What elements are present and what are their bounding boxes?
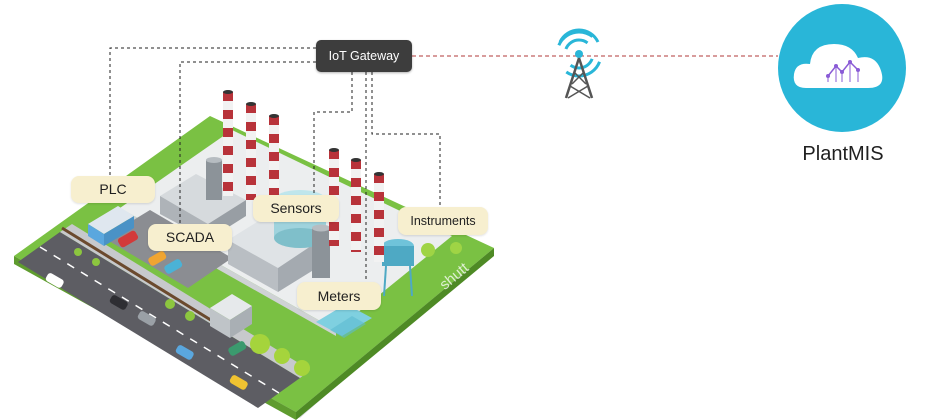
chimney-top (351, 158, 361, 162)
chimney-top (223, 90, 233, 94)
chimney-band (269, 179, 279, 188)
chimney-band (223, 155, 233, 164)
chimney-top (246, 102, 256, 106)
chimney-band (329, 240, 339, 246)
sensors-tag: Sensors (253, 195, 339, 222)
chimney-band (351, 169, 361, 178)
chimney-band (269, 134, 279, 143)
chimney-band (246, 113, 256, 122)
chimney-band (246, 140, 256, 149)
chimney-band (223, 119, 233, 128)
chimney-band (246, 122, 256, 131)
chimney-band (351, 178, 361, 187)
chimney-band (329, 159, 339, 168)
chimney-band (269, 170, 279, 179)
chimney-band (329, 222, 339, 231)
chimney-band (223, 146, 233, 155)
chimney-band (351, 241, 361, 250)
iot-gateway-box: IoT Gateway (316, 40, 412, 72)
chimney-band (329, 231, 339, 240)
chimney-band (246, 149, 256, 158)
chimney-band (374, 192, 384, 201)
chimney-band (374, 255, 384, 262)
chimney-band (351, 160, 361, 169)
chimney-band (351, 205, 361, 214)
chimney-band (374, 219, 384, 228)
chimney-band (269, 116, 279, 125)
chimney-band (223, 110, 233, 119)
chimney-band (374, 210, 384, 219)
chimney-band (223, 128, 233, 137)
chimney-band (246, 167, 256, 176)
road (18, 232, 300, 408)
chimney-band (374, 174, 384, 183)
chimney-band (351, 250, 361, 252)
instruments-link (371, 72, 441, 207)
chimney-band (269, 188, 279, 197)
chimney-band (223, 164, 233, 173)
chimney-band (329, 168, 339, 177)
chimney-band (351, 223, 361, 232)
chimney-band (351, 214, 361, 223)
chimney-band (374, 246, 384, 255)
cloud-platform-icon (778, 4, 906, 132)
chimney-band (246, 104, 256, 113)
chimney-band (329, 186, 339, 195)
chimney-band (269, 125, 279, 134)
chimney-band (351, 232, 361, 241)
chimney-band (374, 228, 384, 237)
chimney-band (246, 158, 256, 167)
meters-tag: Meters (297, 282, 381, 310)
chimney-band (223, 191, 233, 196)
chimney-band (329, 150, 339, 159)
radio-tower-icon (555, 28, 603, 99)
chimney-band (246, 131, 256, 140)
wired-connections (109, 47, 441, 282)
chimney-top (269, 114, 279, 118)
chimney-band (351, 187, 361, 196)
chimney-band (269, 152, 279, 161)
chimney-band (223, 182, 233, 191)
chimney-band (269, 143, 279, 152)
factory-illustration (14, 116, 494, 420)
chimney-band (246, 185, 256, 194)
plc-link (109, 47, 316, 176)
chimney-band (223, 101, 233, 110)
chimney-top (329, 148, 339, 152)
chimney-band (223, 137, 233, 146)
chimney-band (223, 92, 233, 101)
chimney-band (351, 196, 361, 205)
chimney-band (374, 183, 384, 192)
chimney-band (329, 177, 339, 186)
chimney-band (246, 194, 256, 200)
chimney-band (374, 237, 384, 246)
instruments-tag: Instruments (398, 207, 488, 235)
sensors-link (313, 72, 353, 195)
chimney-band (223, 173, 233, 182)
chimney-band (374, 201, 384, 210)
chimney-band (269, 161, 279, 170)
chimney-band (246, 176, 256, 185)
plc-tag: PLC (71, 176, 155, 203)
chimney-top (374, 172, 384, 176)
plantmis-label: PlantMIS (802, 143, 884, 165)
scada-tag: SCADA (148, 224, 232, 251)
